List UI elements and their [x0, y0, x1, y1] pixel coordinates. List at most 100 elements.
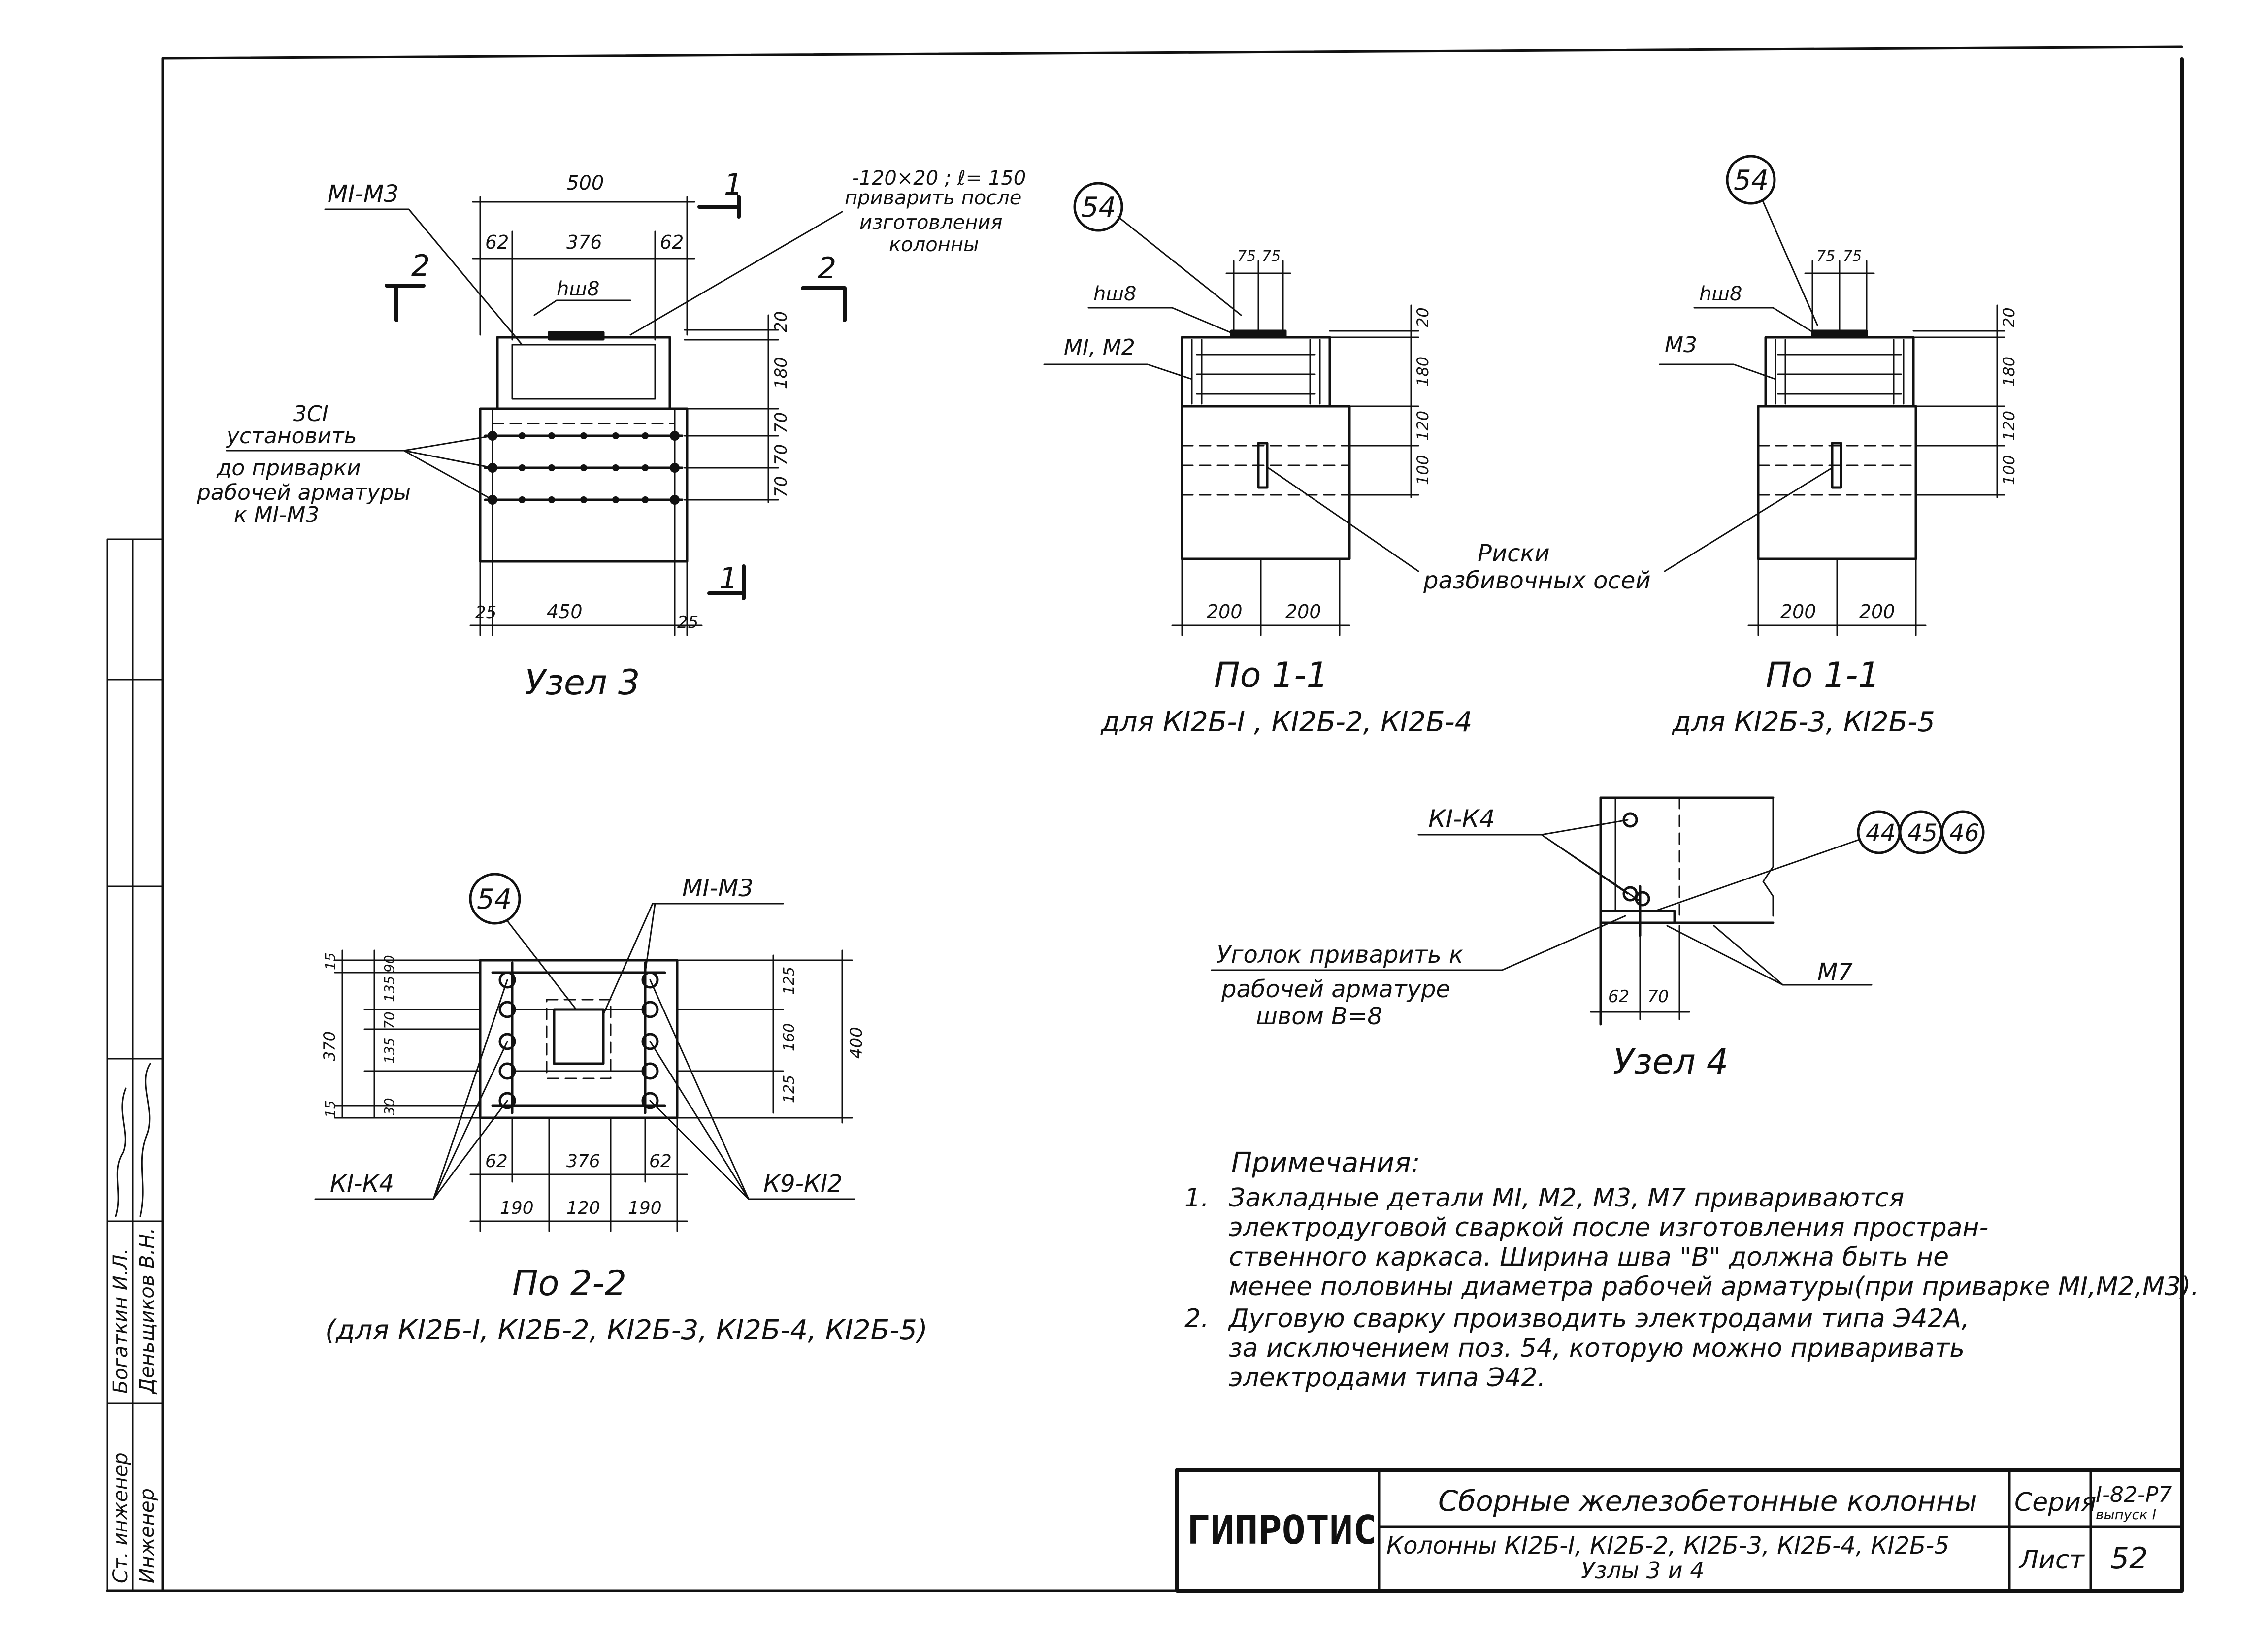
callout-54-c-label: 54 [477, 883, 512, 915]
notes-n1-l2: электродуговой сваркой после изготовлени… [1229, 1213, 1988, 1242]
notes-n1-num: 1. [1184, 1183, 1209, 1213]
notes-n1-l4: менее половины диаметра рабочей арматуры… [1229, 1272, 2199, 1302]
v11a-dim-20: 20 [1413, 307, 1432, 327]
v11a-mark: МI, М2 [1064, 335, 1135, 360]
v11a-dim-200b: 200 [1285, 601, 1321, 622]
v22-dim-135b: 135 [381, 1038, 397, 1064]
v11a-title: По 1-1 [1214, 655, 1328, 695]
uzel3-dim-450: 450 [547, 601, 583, 622]
v11b-dim-180: 180 [2000, 357, 2018, 387]
tb-title-1: Сборные железобетонные колонны [1438, 1484, 1977, 1518]
v22-dim-15b: 15 [322, 1100, 338, 1118]
sidebar-role-2: Инженер [136, 1488, 159, 1583]
v11b-dim-200b: 200 [1859, 601, 1895, 622]
v11b-weld-h: hш8 [1699, 283, 1742, 305]
sidebar-name-2: Деньщиков В.Н. [136, 1228, 159, 1395]
riski-line-2: разбивочных осей [1423, 567, 1651, 594]
tb-sheet-label: Лист [2018, 1545, 2085, 1575]
notes-n1-l3: ственного каркаса. Ширина шва "В" должна… [1229, 1242, 1949, 1272]
uzel3-dim-70a: 70 [771, 412, 791, 433]
v22-dim-62a: 62 [485, 1151, 508, 1172]
v11a-dim-100: 100 [1413, 455, 1432, 485]
callout-54-a-label: 54 [1081, 192, 1116, 224]
uzel3-dim-25a: 25 [475, 603, 496, 622]
uzel3-title: Узел 3 [525, 662, 640, 703]
v11a-dim-75b: 75 [1262, 248, 1281, 265]
uzel3-zc1-1: 3CI [293, 401, 329, 426]
riski-line-1: Риски [1478, 540, 1550, 567]
notes-heading: Примечания: [1231, 1147, 1420, 1179]
view-2-2: 54 15 90 135 70 135 30 15 [314, 873, 928, 1346]
v22-dim-190b: 190 [628, 1198, 662, 1218]
tb-series-label: Серия [2014, 1488, 2096, 1517]
uzel3-dim-376: 376 [566, 231, 602, 253]
uzel4-note-2: рабочей арматуре [1221, 976, 1450, 1003]
uzel3-plate-note-4: колонны [889, 233, 979, 256]
tb-sheet-value: 52 [2110, 1541, 2148, 1576]
v22-mark-k9k12: К9-КI2 [763, 1170, 843, 1198]
uzel3-dim-62a: 62 [485, 231, 509, 253]
v22-mark-k1k4: КI-К4 [330, 1170, 394, 1198]
v22-mark-m1m3: МI-М3 [682, 875, 754, 902]
uzel4-dim-70: 70 [1647, 987, 1669, 1007]
v11b-dim-120: 120 [2000, 411, 2018, 441]
v22-subtitle: (для КI2Б-I, КI2Б-2, КI2Б-3, КI2Б-4, КI2… [325, 1314, 928, 1346]
v11b-title: По 1-1 [1766, 655, 1880, 695]
notes-block: Примечания: 1. Закладные детали МI, М2, … [1184, 1147, 2199, 1393]
uzel3-mark-m1m3: МI-М3 [328, 180, 399, 208]
notes-n2-l1: Дуговую сварку производить электродами т… [1228, 1304, 1970, 1334]
v11b-dim-75b: 75 [1843, 248, 1862, 265]
uzel-4-detail: 62 70 КI-К4 44 45 46 Уголок приварить к … [1211, 796, 1985, 1082]
v11a-weld-h: hш8 [1093, 283, 1136, 305]
riski-label: Риски разбивочных осей [1267, 467, 1833, 594]
tb-title-2: Колонны КI2Б-I, КI2Б-2, КI2Б-3, КI2Б-4, … [1386, 1532, 1949, 1560]
callout-54-b-label: 54 [1734, 164, 1769, 196]
uzel3-zc1-2: установить [226, 423, 357, 449]
notes-n2-l3: электродами типа Э42. [1229, 1363, 1545, 1393]
uzel4-callout-45: 45 [1907, 819, 1938, 847]
uzel3-dim-180: 180 [771, 357, 791, 389]
v22-dim-190a: 190 [500, 1198, 534, 1218]
v11a-dim-75a: 75 [1237, 248, 1256, 265]
signature-1 [115, 1087, 127, 1217]
notes-n2-num: 2. [1184, 1304, 1209, 1334]
v22-dim-120: 120 [566, 1198, 600, 1218]
v22-dim-62b: 62 [649, 1151, 672, 1172]
v22-dim-400: 400 [847, 1027, 866, 1059]
v11b-dim-100: 100 [2000, 455, 2018, 485]
tb-issue: выпуск I [2096, 1506, 2156, 1523]
uzel3-section-2-right: 2 [818, 251, 836, 286]
uzel3-section-1-bottom: 1 [719, 561, 738, 596]
v22-dim-15a: 15 [322, 952, 338, 970]
uzel3-weld-h: hш8 [557, 278, 599, 300]
v11b-dim-75a: 75 [1816, 248, 1835, 265]
uzel3-section-1-top: 1 [724, 167, 743, 202]
uzel3-dim-70c: 70 [771, 476, 791, 497]
notes-n1-l1: Закладные детали МI, М2, М3, М7 приварив… [1229, 1183, 1904, 1213]
v11b-mark: М3 [1665, 332, 1697, 358]
tb-logo: ГИПРОТИС [1187, 1507, 1377, 1553]
uzel3-dim-70b: 70 [771, 444, 791, 465]
uzel3-plate-note-1: -120×20 ; ℓ= 150 [852, 167, 1026, 190]
tb-series-value: I-82-Р7 [2096, 1482, 2172, 1507]
uzel4-callout-44: 44 [1866, 819, 1896, 847]
uzel4-mark-k1k4: КI-К4 [1428, 805, 1495, 833]
v22-dim-125a: 125 [781, 967, 798, 995]
v22-dim-90: 90 [381, 955, 397, 973]
uzel4-title: Узел 4 [1613, 1042, 1728, 1082]
v22-title: По 2-2 [512, 1263, 626, 1303]
v11a-subtitle: для КI2Б-I , КI2Б-2, КI2Б-4 [1100, 706, 1472, 738]
v11a-dim-120: 120 [1413, 411, 1432, 441]
uzel3-zc1-3: до приварки [216, 456, 361, 481]
uzel4-mark-m7: М7 [1817, 958, 1853, 986]
v22-dim-135a: 135 [381, 976, 397, 1002]
v22-dim-30: 30 [381, 1098, 397, 1115]
uzel3-plate-note-2: приварить после [845, 187, 1021, 209]
v22-dim-370: 370 [320, 1031, 339, 1061]
tb-title-3: Узлы 3 и 4 [1581, 1557, 1705, 1584]
uzel4-callout-46: 46 [1949, 819, 1979, 847]
uzel4-dim-62: 62 [1608, 987, 1629, 1007]
uzel3-section-2-left: 2 [411, 249, 430, 283]
view-1-1-a: 75 75 20 180 120 100 200 200 hш8 МI, М2 … [1043, 248, 1472, 738]
v11a-dim-180: 180 [1413, 357, 1432, 387]
